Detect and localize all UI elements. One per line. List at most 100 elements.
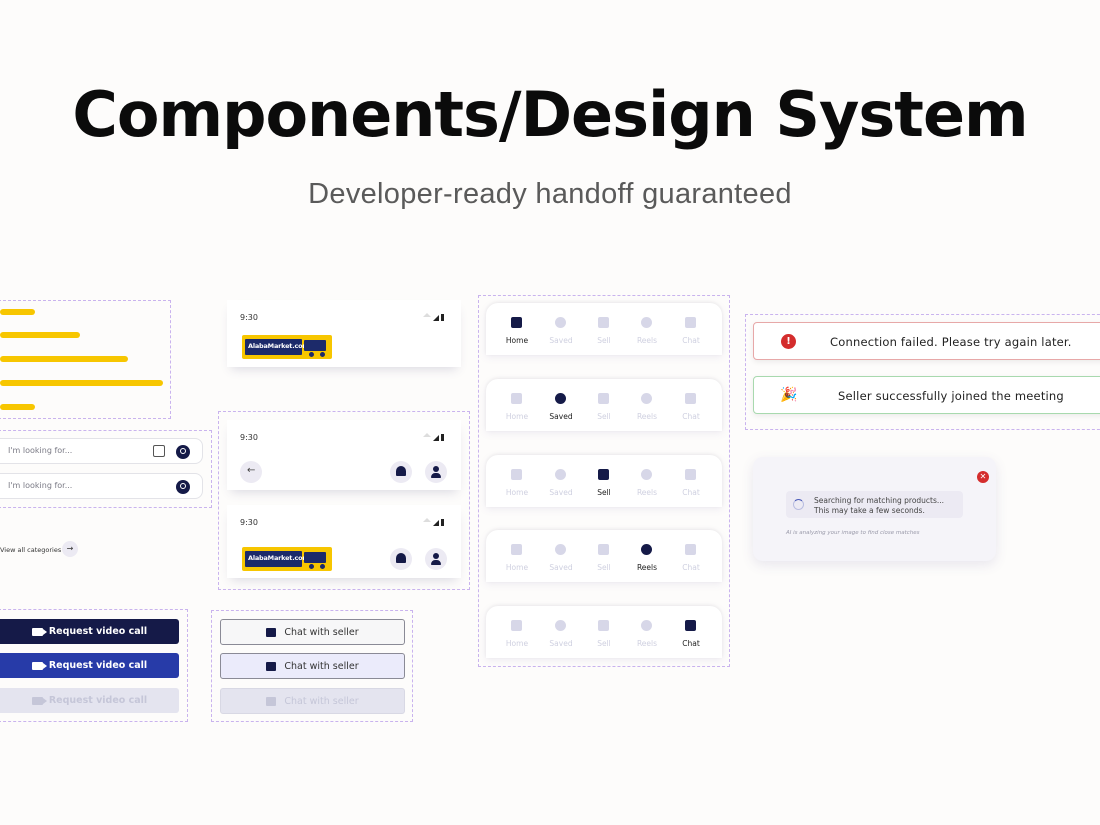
nav-item-chat[interactable]: Chat	[669, 303, 713, 355]
spinner-icon	[793, 499, 804, 510]
nav-item-sell[interactable]: Sell	[582, 530, 626, 582]
chat-with-seller-button-hover[interactable]: Chat with seller	[220, 653, 405, 679]
skeleton-line	[0, 404, 35, 410]
nav-item-home[interactable]: Home	[495, 530, 539, 582]
profile-button[interactable]	[425, 548, 447, 570]
chat-icon	[266, 627, 277, 637]
alabamarket-logo[interactable]: AlabaMarket.com	[242, 547, 332, 571]
page-title: Components/Design System	[72, 78, 1028, 151]
nav-item-saved[interactable]: Saved	[539, 303, 583, 355]
chat-with-seller-button[interactable]: Chat with seller	[220, 619, 405, 645]
nav-item-chat[interactable]: Chat	[669, 530, 713, 582]
plus-square-icon	[598, 544, 609, 555]
status-time: 9:30	[240, 313, 258, 322]
heart-icon	[555, 544, 566, 555]
chat-icon	[266, 696, 277, 706]
plus-square-icon	[598, 469, 609, 480]
chat-icon	[685, 544, 696, 555]
bell-icon	[396, 466, 406, 476]
notifications-button[interactable]	[390, 548, 412, 570]
skeleton-line	[0, 309, 35, 315]
video-call-label: Request video call	[48, 695, 148, 706]
status-signal-icon	[423, 313, 444, 321]
nav-item-chat[interactable]: Chat	[669, 379, 713, 431]
nav-item-reels[interactable]: Reels	[625, 379, 669, 431]
nav-item-saved[interactable]: Saved	[539, 606, 583, 658]
nav-item-home[interactable]: Home	[495, 606, 539, 658]
bottom-nav-chat-active: Home Saved Sell Reels Chat	[486, 606, 722, 658]
home-icon	[511, 393, 522, 404]
logo-text: AlabaMarket.com	[248, 554, 309, 562]
request-video-call-button[interactable]: Request video call	[0, 619, 179, 644]
search-input[interactable]: I'm looking for...	[0, 473, 203, 499]
nav-item-sell[interactable]: Sell	[582, 303, 626, 355]
nav-item-sell[interactable]: Sell	[582, 379, 626, 431]
back-button[interactable]: ←	[240, 461, 262, 483]
nav-item-home[interactable]: Home	[495, 455, 539, 507]
skeleton-line	[0, 380, 163, 386]
chat-icon	[685, 620, 696, 631]
search-input[interactable]: I'm looking for...	[0, 438, 203, 464]
status-signal-icon	[423, 433, 444, 441]
plus-square-icon	[598, 317, 609, 328]
bottom-nav-sell-active: Home Saved Sell Reels Chat	[486, 455, 722, 507]
video-camera-icon	[31, 661, 47, 670]
nav-item-home[interactable]: Home	[495, 379, 539, 431]
nav-item-saved[interactable]: Saved	[539, 379, 583, 431]
status-time: 9:30	[240, 518, 258, 527]
page-subtitle: Developer-ready handoff guaranteed	[308, 178, 792, 210]
reels-icon	[641, 317, 652, 328]
nav-item-reels[interactable]: Reels	[625, 303, 669, 355]
search-icon[interactable]	[176, 480, 190, 494]
plus-square-icon	[598, 620, 609, 631]
error-icon: !	[781, 334, 796, 349]
nav-item-chat[interactable]: Chat	[669, 606, 713, 658]
nav-item-reels[interactable]: Reels	[625, 606, 669, 658]
nav-item-sell[interactable]: Sell	[582, 455, 626, 507]
nav-item-chat[interactable]: Chat	[669, 455, 713, 507]
nav-item-saved[interactable]: Saved	[539, 455, 583, 507]
reels-icon	[641, 393, 652, 404]
chat-icon	[685, 469, 696, 480]
arrow-right-icon[interactable]: →	[62, 541, 78, 557]
view-all-categories-link[interactable]: View all categories	[0, 546, 62, 554]
success-message: Seller successfully joined the meeting	[838, 389, 1064, 403]
profile-button[interactable]	[425, 461, 447, 483]
video-call-label: Request video call	[48, 660, 148, 671]
close-icon[interactable]: ✕	[977, 471, 989, 483]
chat-with-seller-button-disabled[interactable]: Chat with seller	[220, 688, 405, 714]
app-header: 9:30 ←	[227, 420, 461, 490]
nav-item-sell[interactable]: Sell	[582, 606, 626, 658]
bell-icon	[396, 553, 406, 563]
skeleton-frame	[0, 300, 171, 419]
heart-icon	[555, 620, 566, 631]
chat-icon	[266, 661, 277, 671]
app-header: 9:30 AlabaMarket.com	[227, 505, 461, 578]
heart-icon	[555, 393, 566, 404]
video-buttons-frame	[0, 609, 188, 722]
skeleton-line	[0, 332, 80, 338]
nav-item-reels[interactable]: Reels	[625, 530, 669, 582]
analysis-note: AI is analyzing your image to find close…	[786, 530, 920, 536]
user-icon	[433, 553, 439, 559]
toasts-frame	[745, 314, 1100, 430]
nav-item-reels[interactable]: Reels	[625, 455, 669, 507]
logo-text: AlabaMarket.com	[248, 342, 309, 350]
error-toast: ! Connection failed. Please try again la…	[753, 322, 1100, 360]
app-header: 9:30 AlabaMarket.com	[227, 300, 461, 367]
alabamarket-logo[interactable]: AlabaMarket.com	[242, 335, 332, 359]
request-video-call-button-hover[interactable]: Request video call	[0, 653, 179, 678]
search-icon[interactable]	[176, 445, 190, 459]
image-scan-icon[interactable]	[153, 445, 165, 457]
bottom-nav-saved-active: Home Saved Sell Reels Chat	[486, 379, 722, 431]
status-signal-icon	[423, 518, 444, 526]
error-message: Connection failed. Please try again late…	[830, 335, 1072, 349]
nav-item-saved[interactable]: Saved	[539, 530, 583, 582]
reels-icon	[641, 620, 652, 631]
home-icon	[511, 469, 522, 480]
notifications-button[interactable]	[390, 461, 412, 483]
nav-item-home[interactable]: Home	[495, 303, 539, 355]
user-icon	[433, 466, 439, 472]
request-video-call-button-disabled[interactable]: Request video call	[0, 688, 179, 713]
home-icon	[511, 620, 522, 631]
